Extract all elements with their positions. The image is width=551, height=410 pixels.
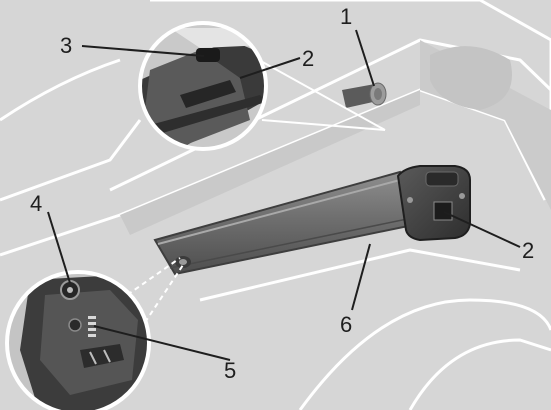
leader-4 [47, 211, 71, 284]
leader-6 [351, 243, 371, 311]
battery-pack [153, 170, 420, 276]
callout-5: 5 [224, 358, 236, 383]
leader-5 [93, 325, 231, 361]
leader-1 [355, 29, 375, 87]
callout-1: 1 [340, 4, 352, 29]
callout-2-top: 2 [302, 46, 314, 71]
battery-lock-cylinder [342, 82, 387, 108]
leader-2-top [239, 57, 301, 79]
leader-3 [81, 45, 205, 57]
callout-6: 6 [340, 312, 352, 337]
battery-end-cap [396, 165, 471, 242]
callout-labels: 1 2 3 4 5 6 2 [30, 4, 534, 383]
leader-lines [47, 29, 521, 361]
leader-2-right [443, 211, 521, 248]
callout-2-right: 2 [522, 238, 534, 263]
callout-3: 3 [60, 33, 72, 58]
zoom-inset-top [138, 21, 386, 151]
callout-4: 4 [30, 191, 42, 216]
zoom-inset-bottom [5, 257, 184, 410]
